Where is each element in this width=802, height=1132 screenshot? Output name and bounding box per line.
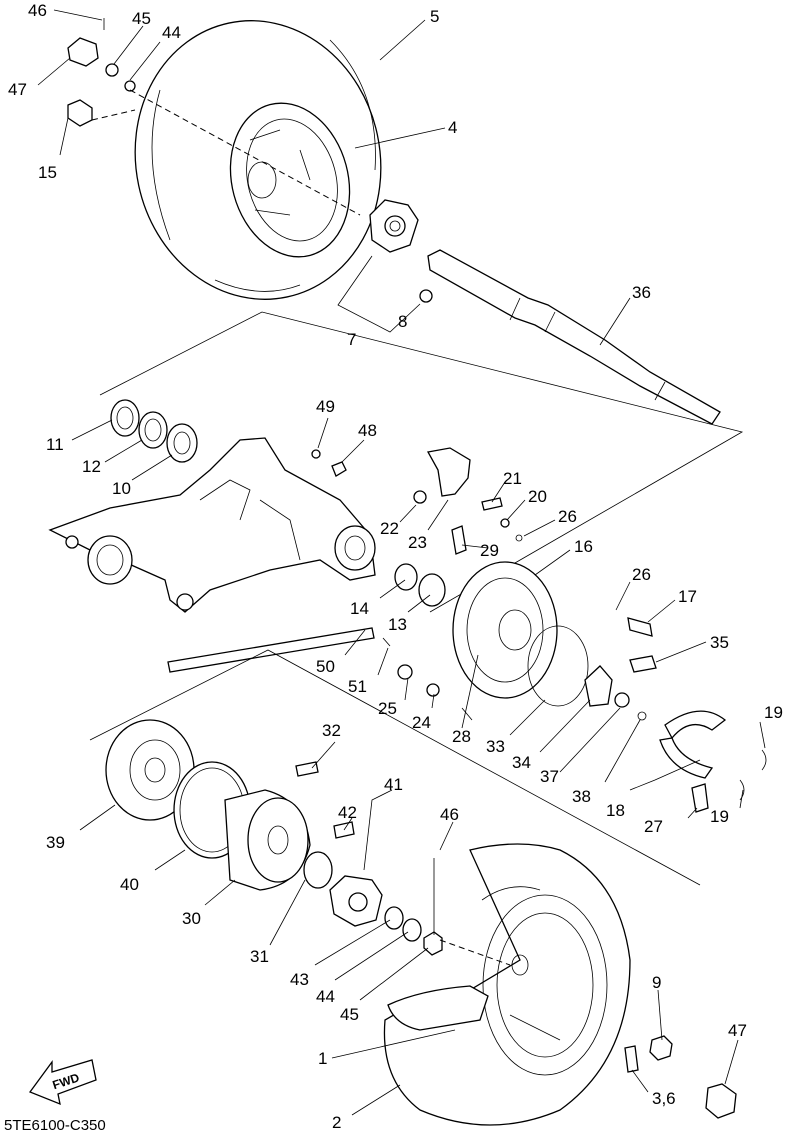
callout-31: 31 — [250, 947, 269, 966]
callout-34: 34 — [512, 753, 531, 772]
callout-12: 12 — [82, 457, 101, 476]
callout-19b: 19 — [710, 807, 729, 826]
callout-51: 51 — [348, 677, 367, 696]
callout-47: 47 — [8, 80, 27, 99]
lower-hub — [303, 821, 443, 956]
callout-41: 41 — [384, 775, 403, 794]
callout-3-6: 3,6 — [652, 1089, 676, 1108]
rear-wheel-tire-top — [134, 20, 382, 300]
callout-22: 22 — [380, 519, 399, 538]
callout-7: 7 — [347, 330, 356, 349]
callout-29: 29 — [480, 541, 499, 560]
callout-26b: 26 — [632, 565, 651, 584]
callout-48: 48 — [358, 421, 377, 440]
callout-14: 14 — [350, 599, 369, 618]
callout-38: 38 — [572, 787, 591, 806]
callout-40: 40 — [120, 875, 139, 894]
callout-36: 36 — [632, 283, 651, 302]
drawing-code: 5TE6100-C350 — [4, 1117, 106, 1132]
pivot-pin — [167, 627, 391, 673]
callout-46b: 46 — [440, 805, 459, 824]
callout-2: 2 — [332, 1113, 341, 1132]
callout-24: 24 — [412, 713, 431, 732]
callout-25: 25 — [378, 699, 397, 718]
callout-50: 50 — [316, 657, 335, 676]
callout-26: 26 — [558, 507, 577, 526]
leader-lines — [37, 9, 766, 1116]
fwd-arrow-icon: FWD — [28, 1059, 97, 1106]
callout-49: 49 — [316, 397, 335, 416]
callout-labels: 46 45 44 47 15 5 4 8 7 36 11 12 10 49 48… — [8, 1, 783, 1132]
brake-panel — [397, 561, 657, 721]
callout-42: 42 — [338, 803, 357, 822]
callout-21: 21 — [503, 469, 522, 488]
callout-37: 37 — [540, 767, 559, 786]
callout-8: 8 — [398, 312, 407, 331]
nut-top — [67, 18, 136, 127]
callout-44: 44 — [162, 23, 181, 42]
callout-9: 9 — [652, 973, 661, 992]
callout-27: 27 — [644, 817, 663, 836]
callout-30: 30 — [182, 909, 201, 928]
callout-35: 35 — [710, 633, 729, 652]
callout-15: 15 — [38, 163, 57, 182]
callout-23: 23 — [408, 533, 427, 552]
wheel-hub-top — [369, 199, 433, 303]
callout-45b: 45 — [340, 1005, 359, 1024]
brake-shoes — [659, 710, 767, 813]
brake-drum — [105, 719, 319, 891]
swingarm-final-drive — [48, 437, 376, 613]
callout-32: 32 — [322, 721, 341, 740]
callout-17: 17 — [678, 587, 697, 606]
callout-33: 33 — [486, 737, 505, 756]
callout-43: 43 — [290, 970, 309, 989]
callout-44b: 44 — [316, 987, 335, 1006]
callout-45: 45 — [132, 9, 151, 28]
callout-1: 1 — [318, 1049, 327, 1068]
callout-13: 13 — [388, 615, 407, 634]
callout-20: 20 — [528, 487, 547, 506]
callout-19: 19 — [764, 703, 783, 722]
rear-wheel-tire-bottom — [383, 843, 737, 1126]
callout-16: 16 — [574, 537, 593, 556]
brake-cam-lever — [413, 447, 523, 555]
callout-10: 10 — [112, 479, 131, 498]
callout-5: 5 — [430, 7, 439, 26]
rear-axle-shaft — [427, 249, 721, 425]
callout-46: 46 — [28, 1, 47, 20]
callout-39: 39 — [46, 833, 65, 852]
callout-28: 28 — [452, 727, 471, 746]
callout-11: 11 — [46, 435, 64, 454]
callout-47b: 47 — [728, 1021, 747, 1040]
callout-4: 4 — [448, 118, 457, 137]
callout-18: 18 — [606, 801, 625, 820]
